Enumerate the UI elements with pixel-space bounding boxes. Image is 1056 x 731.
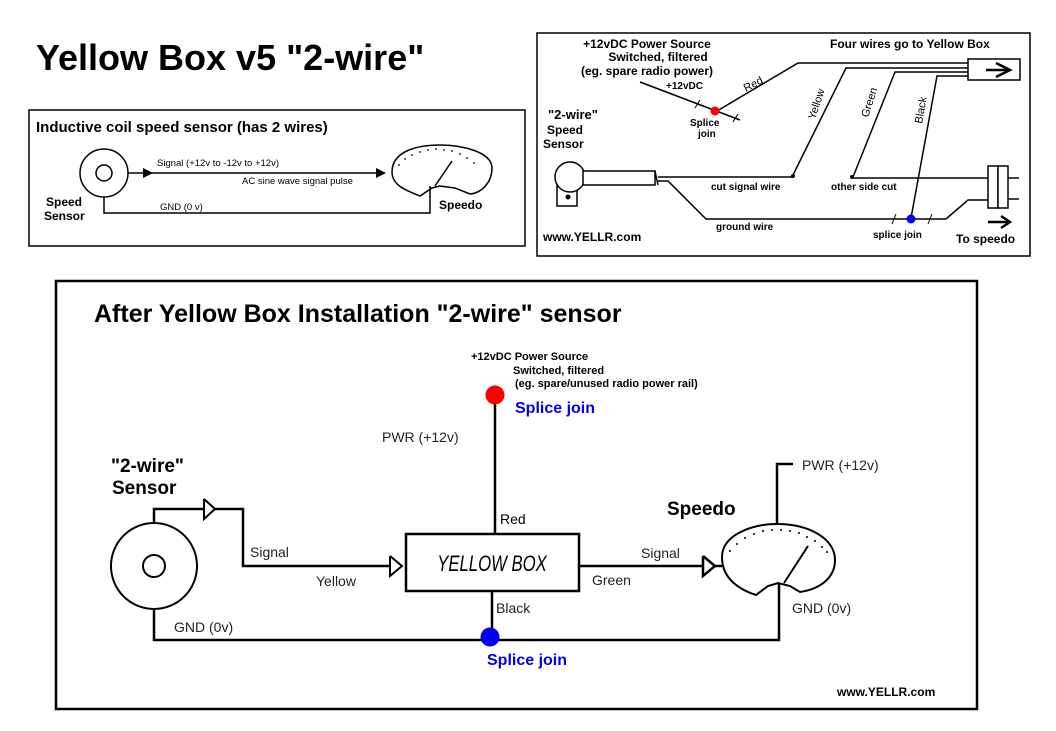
black-wire [910,75,968,219]
after-website: www.YELLR.com [836,685,935,699]
wiring-splice-label-2: join [697,129,716,140]
arrow-right-icon [988,214,1013,230]
cut-mark [927,213,933,225]
wiring-power-line3: (eg. spare radio power) [581,64,713,78]
after-speedo-label: Speedo [667,499,736,520]
after-sensor-label-2: Sensor [112,478,177,499]
splice-join-red-dot [710,106,720,116]
gnd-left-label: GND (0v) [174,619,233,635]
ground-wire-label: ground wire [716,222,774,233]
speedo-pwr-label: PWR (+12v) [802,457,879,473]
red-label: Red [500,511,526,527]
to-speedo-label: To speedo [956,232,1015,246]
yellow-wire [792,67,968,176]
signal-arrow-icon [203,498,217,522]
yellow-box-label: YELLOW BOX [437,552,547,577]
arrow-icon [376,168,386,178]
signal-sublabel: AC sine wave signal pulse [242,176,353,187]
wire-label-green: Green [859,86,880,119]
power-source-wire [639,81,741,121]
other-side-cut-label: other side cut [831,182,897,193]
speed-sensor-icon [554,161,659,207]
wiring-power-line1: +12vDC Power Source [583,37,711,51]
panel-after: After Yellow Box Installation "2-wire" s… [54,279,979,711]
gnd-wire [152,580,781,642]
signal-in-label: Signal [250,544,289,560]
splice-join-blue-dot [480,627,500,647]
wiring-plus12-label: +12vDC [666,81,703,92]
wire-label-red: Red [742,75,765,95]
speed-sensor-icon [79,148,129,198]
red-wire [716,62,968,112]
splice-join-top-label: Splice join [515,400,595,417]
wire-label-black: Black [913,95,930,124]
splice-join-blue-dot [906,214,916,224]
yellow-label: Yellow [316,573,357,589]
splice-join-label: splice join [873,230,922,241]
after-power-line3: (eg. spare/unused radio power rail) [515,378,698,390]
speedo-label: Speedo [439,198,482,212]
cut-mark [694,99,701,109]
arrow-right-icon [986,61,1013,79]
gnd-wire [103,186,431,214]
main-title: Yellow Box v5 "2-wire" [36,37,424,78]
splice-join-bottom-label: Splice join [487,652,567,669]
cut-mark [732,113,739,123]
wiring-splice-label-1: Splice [690,118,720,129]
panel-after-border [54,279,979,711]
arrow-icon [143,168,153,178]
signal-arrow-icon [389,555,404,579]
panel-before-border [28,109,526,247]
gnd-right-label: GND (0v) [792,600,851,616]
speed-sensor-icon [110,522,198,610]
four-wires-label: Four wires go to Yellow Box [830,37,990,51]
splice-join-red-dot [485,385,505,405]
panel-after-heading: After Yellow Box Installation "2-wire" s… [94,300,622,328]
black-label: Black [496,600,531,616]
speed-sensor-label-1: Speed [46,195,82,209]
green-wire [852,71,968,178]
pwr-label: PWR (+12v) [382,429,459,445]
signal-out-label: Signal [641,545,680,561]
panel-before-heading: Inductive coil speed sensor (has 2 wires… [36,119,328,136]
speedo-gauge-icon [720,522,837,597]
cut-signal-label: cut signal wire [711,182,781,193]
signal-label: Signal (+12v to -12v to +12v) [157,158,279,169]
wiring-website: www.YELLR.com [542,230,641,244]
panel-wiring: +12vDC Power Source Switched, filtered (… [536,32,1031,257]
speedo-connector-icon [987,165,1019,209]
wire-label-yellow: Yellow [806,87,827,121]
gnd-label: GND (0 v) [160,202,203,213]
after-sensor-label-1: "2-wire" [111,456,184,477]
wiring-sensor-label-3: Sensor [543,137,584,151]
green-label: Green [592,572,631,588]
panel-wiring-border [536,32,1031,257]
speedo-pwr-wire [775,462,793,525]
wiring-sensor-label-2: Speed [547,123,583,137]
ground-wire [658,180,988,220]
panel-before: Inductive coil speed sensor (has 2 wires… [28,109,526,247]
after-power-line2: Switched, filtered [513,365,604,377]
signal-yellow-wire [152,507,392,568]
speedo-gauge-icon [391,144,493,197]
wiring-sensor-label-1: "2-wire" [548,107,598,122]
after-power-line1: +12vDC Power Source [471,351,588,363]
signal-arrow-icon [701,555,717,579]
wire-end-dot [791,174,795,178]
wiring-power-line2: Switched, filtered [608,50,707,64]
cut-mark [891,213,897,225]
speed-sensor-label-2: Sensor [44,209,85,223]
